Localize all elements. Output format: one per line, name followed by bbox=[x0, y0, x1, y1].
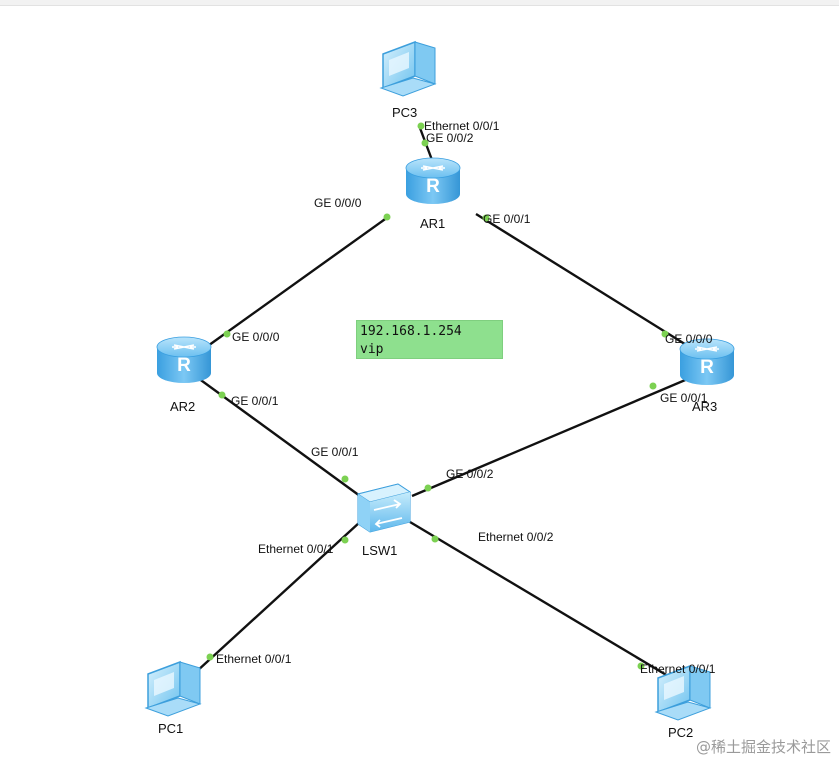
link-ar1-ar2 bbox=[204, 216, 389, 349]
ar1-label: AR1 bbox=[420, 216, 445, 231]
vip-caption: vip bbox=[360, 342, 384, 357]
links bbox=[195, 127, 691, 678]
port-dot bbox=[637, 662, 645, 670]
port-dot bbox=[421, 139, 429, 147]
port-dot bbox=[417, 122, 425, 130]
port-label-lsw-ge002: GE 0/0/2 bbox=[446, 467, 494, 481]
pc3-label: PC3 bbox=[392, 105, 417, 120]
port-label-ar2-ge000: GE 0/0/0 bbox=[232, 330, 280, 344]
port-label-lsw-ge001: GE 0/0/1 bbox=[311, 445, 359, 459]
port-label-lsw-eth001: Ethernet 0/0/1 bbox=[258, 542, 334, 556]
watermark: @稀土掘金技术社区 bbox=[696, 738, 831, 756]
lsw1-label: LSW1 bbox=[362, 543, 397, 558]
port-label-ar3-ge000: GE 0/0/0 bbox=[665, 332, 713, 346]
port-dots bbox=[206, 122, 669, 670]
port-label-pc3-eth: Ethernet 0/0/1 bbox=[424, 119, 500, 133]
port-dot bbox=[424, 484, 432, 492]
pc1-label: PC1 bbox=[158, 721, 183, 736]
vip-address: 192.168.1.254 bbox=[360, 324, 462, 339]
pc3-computer-icon[interactable] bbox=[380, 41, 436, 97]
vip-note: 192.168.1.254 vip bbox=[356, 320, 503, 359]
port-dot bbox=[482, 214, 490, 222]
lsw1-switch-icon[interactable] bbox=[356, 483, 412, 533]
ar2-label: AR2 bbox=[170, 399, 195, 414]
ar3-label: AR3 bbox=[692, 399, 717, 414]
port-label-pc1-eth: Ethernet 0/0/1 bbox=[216, 652, 292, 666]
port-label-ar3-ge001: GE 0/0/1 bbox=[660, 391, 708, 405]
port-label-ar2-ge001: GE 0/0/1 bbox=[231, 394, 279, 408]
port-label-ar1-ge002: GE 0/0/2 bbox=[426, 131, 474, 145]
link-lsw1-pc1 bbox=[195, 521, 361, 673]
port-label-ar1-ge000: GE 0/0/0 bbox=[314, 196, 362, 210]
pc2-label: PC2 bbox=[668, 725, 693, 740]
ar1-router-icon[interactable] bbox=[405, 157, 461, 205]
port-label-pc2-eth: Ethernet 0/0/1 bbox=[640, 662, 716, 676]
port-dot bbox=[341, 475, 349, 483]
link-lsw1-pc2 bbox=[409, 520, 669, 678]
pc1-computer-icon[interactable] bbox=[145, 661, 201, 717]
link-ar3-lsw1 bbox=[411, 376, 691, 498]
link-ar1-ar3 bbox=[475, 212, 689, 348]
port-dot bbox=[206, 653, 214, 661]
port-dot bbox=[223, 330, 231, 338]
ar2-router-icon[interactable] bbox=[156, 336, 212, 384]
port-dot bbox=[431, 535, 439, 543]
port-dot bbox=[341, 536, 349, 544]
port-label-lsw-eth002: Ethernet 0/0/2 bbox=[478, 530, 554, 544]
link-ar2-lsw1 bbox=[197, 377, 361, 497]
port-dot bbox=[383, 213, 391, 221]
port-dot bbox=[649, 382, 657, 390]
top-border bbox=[0, 0, 839, 6]
port-label-ar1-ge001: GE 0/0/1 bbox=[483, 212, 531, 226]
port-dot bbox=[218, 391, 226, 399]
port-dot bbox=[661, 330, 669, 338]
